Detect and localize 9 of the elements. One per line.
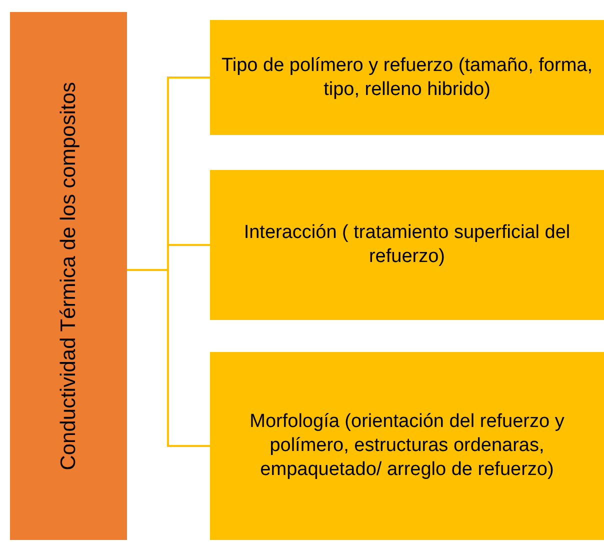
content-box xyxy=(210,20,604,135)
connector-line xyxy=(127,269,210,447)
bar-title: Conductividad Térmica de los compositos xyxy=(56,82,80,470)
box-text: Interacción ( tratamiento superficial del refuerzo) xyxy=(242,221,572,269)
content-box xyxy=(210,170,604,320)
side-bar xyxy=(10,12,127,540)
content-box xyxy=(210,352,604,540)
box-text: Morfología (orientación del refuerzo y polímero, estructuras ordenaras, empaquetado/ arreglo de refuerzo) xyxy=(248,410,566,482)
box-text: Tipo de polímero y refuerzo (tamaño, forma, tipo, relleno hibrido) xyxy=(220,54,594,102)
